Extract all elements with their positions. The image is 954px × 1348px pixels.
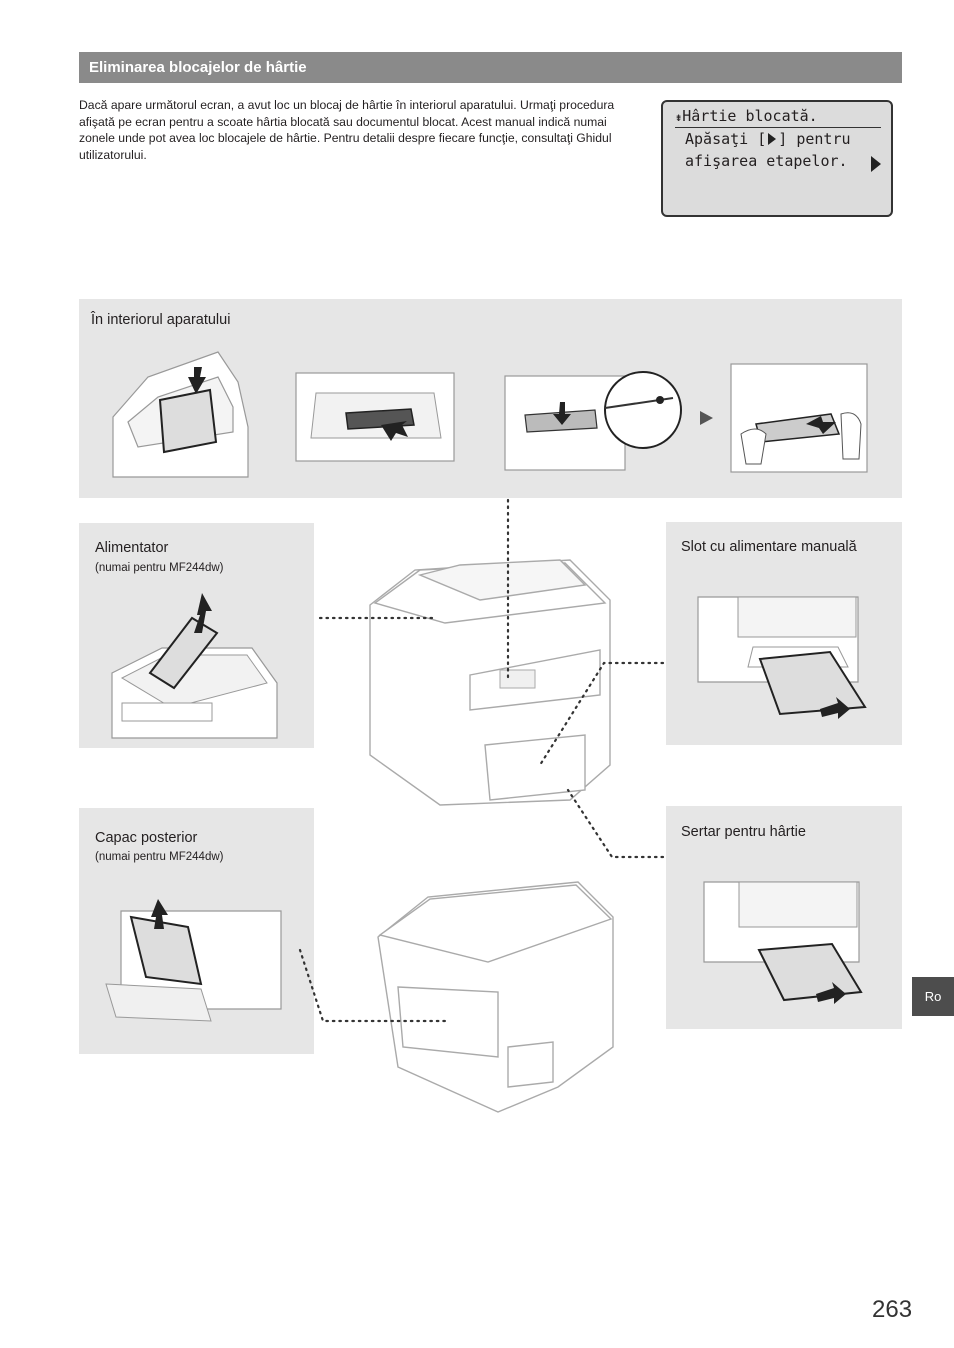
printer-front-illustration [369,559,611,806]
lcd-line-3: afişarea etapelor. [685,152,848,170]
panel-feeder-label: Alimentator [95,540,169,556]
inside-step4-illustration [730,363,868,473]
lcd-divider [675,127,881,128]
panel-rear-cover-label: Capac posterior [95,830,198,846]
panel-inside-label: În interiorul aparatului [91,312,231,328]
lcd-line-1: ⇟Hârtie blocată. [675,107,818,125]
panel-rear-cover-sub: (numai pentru MF244dw) [95,851,224,863]
language-tab: Ro [912,977,954,1016]
paper-jam-icon: ⇟ [675,110,683,124]
feeder-illustration [111,593,278,739]
printer-rear-illustration [377,881,614,1113]
inside-step1-illustration [112,351,249,478]
panel-manual-feed-label: Slot cu alimentare manuală [681,539,857,555]
inside-step2-illustration [295,372,455,462]
inside-step3-illustration [504,371,682,471]
section-header: Eliminarea blocajelor de hârtie [79,52,902,83]
manual-feed-illustration [697,596,867,719]
intro-paragraph: Dacă apare următorul ecran, a avut loc u… [79,98,615,162]
section-title: Eliminarea blocajelor de hârtie [89,59,307,76]
rear-cover-illustration [105,899,282,1022]
paper-drawer-illustration [703,881,863,1004]
lcd-line-2: Apăsaţi [] pentru [685,130,851,148]
right-arrow-icon [768,133,777,145]
panel-paper-drawer-label: Sertar pentru hârtie [681,824,806,840]
page-number: 263 [872,1296,913,1323]
panel-feeder-sub: (numai pentru MF244dw) [95,562,224,574]
next-arrow-icon [871,156,881,172]
step-arrow-icon [700,411,713,425]
lcd-screen: ⇟Hârtie blocată. Apăsaţi [] pentru afişa… [661,100,893,217]
